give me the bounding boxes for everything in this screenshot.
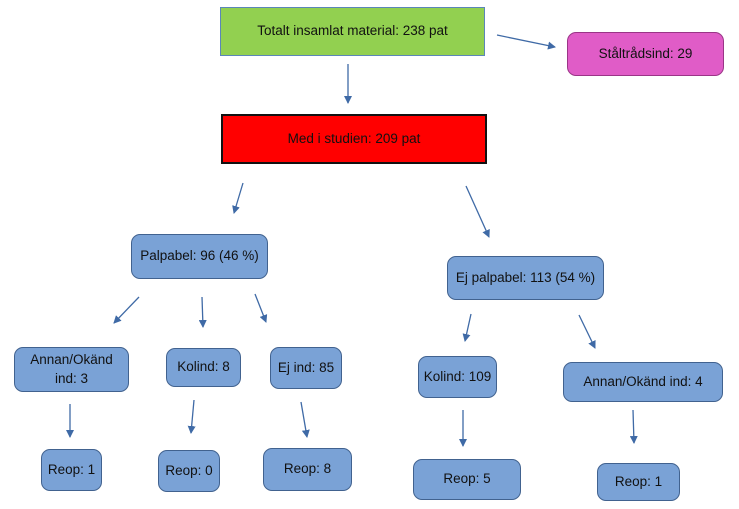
node-annan-okand-1: Annan/Okänd ind: 3 (14, 347, 129, 392)
node-reop-2: Reop: 0 (158, 450, 220, 492)
node-ej-ind: Ej ind: 85 (270, 347, 342, 389)
node-reop-5: Reop: 1 (597, 463, 680, 501)
node-ej-palpabel-label: Ej palpabel: 113 (54 %) (455, 269, 596, 285)
node-palpabel: Palpabel: 96 (46 %) (131, 234, 268, 279)
arrow-med-to-ej-palpabel (465, 185, 490, 238)
node-staltradsind-label: Ståltrådsind: 29 (598, 45, 693, 61)
node-reop-4-label: Reop: 5 (443, 471, 491, 487)
arrow-med-to-palpabel (232, 182, 244, 214)
node-med-label: Med i studien: 209 pat (287, 130, 421, 146)
node-reop-1-label: Reop: 1 (47, 461, 96, 477)
arrow-palpabel-to-kolind (198, 296, 207, 328)
node-annan-okand-2-label: Annan/Okänd ind: 4 (583, 373, 703, 389)
node-palpabel-label: Palpabel: 96 (46 %) (140, 248, 259, 264)
node-annan-okand-2: Annan/Okänd ind: 4 (563, 362, 723, 402)
node-reop-4: Reop: 5 (413, 459, 521, 500)
node-kolind-2-label: Kolind: 109 (423, 368, 492, 384)
arrow-palpabel-to-ej-ind (254, 293, 268, 323)
node-total-material: Totalt insamlat material: 238 pat (220, 7, 485, 56)
node-kolind-2: Kolind: 109 (418, 356, 497, 398)
node-med-i-studien: Med i studien: 209 pat (221, 114, 487, 164)
node-reop-3-label: Reop: 8 (283, 461, 332, 477)
node-reop-3: Reop: 8 (263, 448, 352, 491)
arrow-total-to-staltrad (496, 34, 556, 50)
node-ej-ind-label: Ej ind: 85 (277, 359, 335, 375)
arrow-ej-palpabel-to-annan (578, 314, 596, 349)
node-kolind-1-label: Kolind: 8 (177, 359, 230, 375)
arrow-ej-palpabel-to-kolind (462, 313, 472, 342)
node-ej-palpabel: Ej palpabel: 113 (54 %) (447, 256, 604, 300)
node-staltradsind: Ståltrådsind: 29 (567, 32, 724, 76)
node-reop-2-label: Reop: 0 (165, 462, 213, 478)
arrow-annan-2-to-reop-5 (629, 409, 638, 444)
node-annan-okand-1-label: Annan/Okänd ind: 3 (30, 352, 113, 386)
arrow-palpabel-to-annan (113, 296, 140, 324)
node-total-label: Totalt insamlat material: 238 pat (257, 23, 448, 39)
arrow-kolind-to-reop-2 (187, 399, 196, 434)
arrow-ej-ind-to-reop-3 (300, 401, 310, 438)
node-reop-5-label: Reop: 1 (614, 473, 663, 489)
node-kolind-1: Kolind: 8 (166, 348, 241, 387)
node-reop-1: Reop: 1 (41, 449, 102, 491)
